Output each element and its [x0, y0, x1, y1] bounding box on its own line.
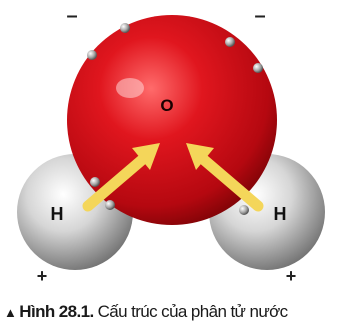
- electron: [225, 37, 235, 47]
- electron: [105, 200, 115, 210]
- electron: [87, 50, 97, 60]
- water-molecule-diagram: O H H – – + +: [17, 5, 325, 286]
- hydrogen-right-label: H: [274, 204, 287, 224]
- oxygen-label: O: [160, 96, 173, 115]
- charge-top-right: –: [254, 5, 265, 27]
- oxygen-highlight: [116, 78, 144, 98]
- caption-marker: ▲: [4, 305, 17, 320]
- electron: [253, 63, 263, 73]
- figure-number: Hình 28.1.: [19, 302, 94, 321]
- charge-top-left: –: [66, 5, 77, 27]
- arrow-left: [82, 143, 160, 212]
- hydrogen-left-label: H: [51, 204, 64, 224]
- electron: [239, 205, 249, 215]
- electron: [90, 177, 100, 187]
- charge-bottom-left: +: [37, 266, 48, 286]
- charge-bottom-right: +: [286, 266, 297, 286]
- arrow-right: [186, 143, 264, 212]
- caption-text: Cấu trúc của phân tử nước: [97, 302, 289, 321]
- figure-caption: ▲Hình 28.1.Cấu trúc của phân tử nước: [4, 300, 348, 324]
- electron: [120, 23, 130, 33]
